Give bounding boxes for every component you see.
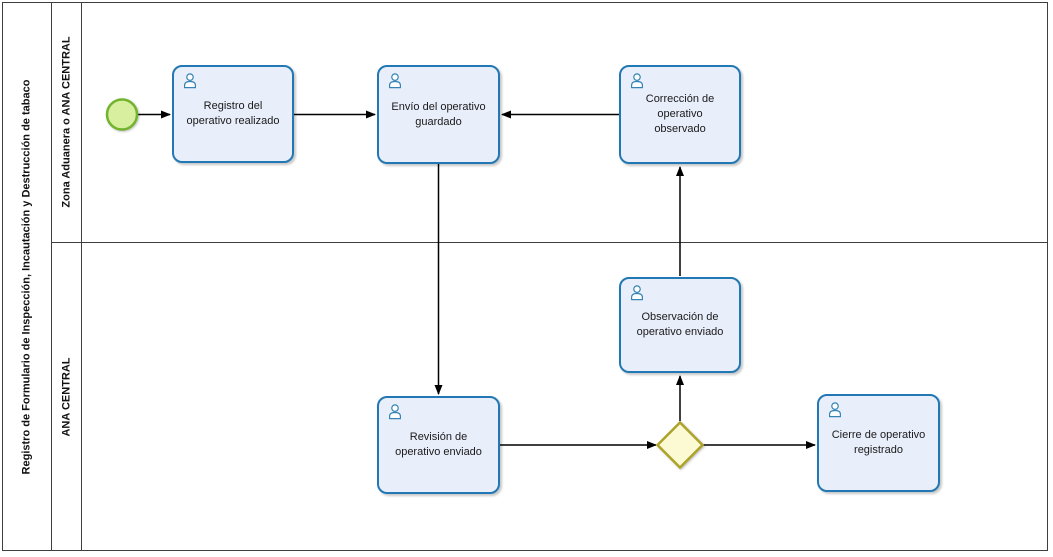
user-icon <box>386 72 404 89</box>
lane-divider <box>52 242 1048 243</box>
start-event[interactable] <box>105 98 139 131</box>
task-label: Revisión de operativo enviado <box>395 431 482 458</box>
task-revision-de-operativo[interactable]: Revisión de operativo enviado <box>377 396 500 494</box>
task-envio-del-operativo[interactable]: Envío del operativo guardado <box>377 65 500 164</box>
user-icon <box>386 403 404 420</box>
task-label: Registro del operativo realizado <box>186 100 280 127</box>
user-icon <box>181 72 199 89</box>
user-icon <box>826 401 844 418</box>
task-observacion-de-operativo[interactable]: Observación de operativo enviado <box>619 277 741 373</box>
user-icon <box>628 72 646 89</box>
pool-title-cell: Registro de Formulario de Inspección, In… <box>2 2 52 551</box>
user-icon <box>628 284 646 301</box>
task-label: Observación de operativo enviado <box>636 311 724 338</box>
task-label: Cierre de operativo registrado <box>831 429 926 456</box>
task-correccion-de-operativo[interactable]: Corrección de operativo observado <box>619 65 741 164</box>
task-label: Envío del operativo guardado <box>391 100 486 128</box>
exclusive-gateway[interactable] <box>655 420 705 470</box>
lane-label-column <box>52 2 82 551</box>
task-label: Corrección de operativo observado <box>645 93 715 135</box>
pool-border <box>2 2 1048 551</box>
task-registro-del-operativo[interactable]: Registro del operativo realizado <box>172 65 294 163</box>
task-cierre-de-operativo[interactable]: Cierre de operativo registrado <box>817 394 940 492</box>
